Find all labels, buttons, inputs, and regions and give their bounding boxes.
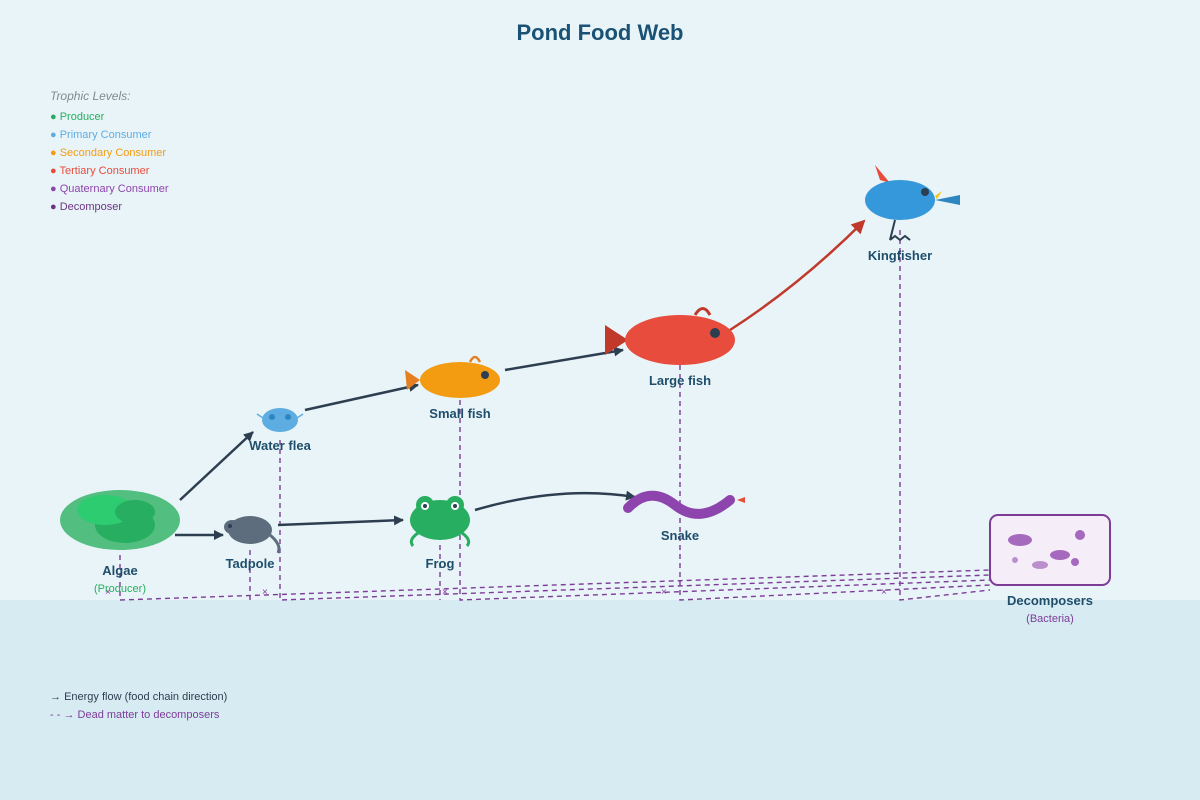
organism-snake: Snake — [623, 490, 745, 543]
legend-item-primary-consumer: ● Primary Consumer — [50, 129, 152, 141]
death-mark-icon: × — [105, 587, 111, 598]
energy-flow-arrows — [175, 219, 866, 540]
large-fish-icon — [625, 315, 735, 365]
death-mark-icon: × — [881, 587, 887, 598]
dead-line-kingfisher — [899, 230, 991, 601]
organism-water-flea: Water flea — [249, 408, 312, 453]
dead-matter-lines: × × × × × — [105, 230, 991, 601]
tadpole-label: Tadpole — [226, 556, 275, 571]
pond-water — [0, 600, 1200, 800]
small-fish-icon — [420, 362, 500, 398]
legend-item-tertiary-consumer: ● Tertiary Consumer — [50, 165, 150, 177]
death-mark-icon: × — [262, 587, 268, 598]
arrow-algae-to-water-flea — [179, 431, 254, 501]
legend-heading: Trophic Levels: — [50, 89, 130, 103]
snake-label: Snake — [661, 528, 699, 543]
water-flea-label: Water flea — [249, 438, 311, 453]
arrow-right-icon: → — [50, 691, 61, 703]
arrow-water-flea-to-small-fish — [304, 382, 419, 412]
organism-decomposers: Decomposers (Bacteria) — [989, 514, 1111, 625]
trophic-legend: Trophic Levels: ● Producer ● Primary Con… — [50, 89, 169, 213]
arrow-key: → Energy flow (food chain direction) - -… — [50, 691, 227, 721]
decomposers-subtitle: (Bacteria) — [1026, 613, 1074, 625]
bacteria-icon — [1008, 534, 1032, 546]
frog-label: Frog — [426, 556, 455, 571]
organism-kingfisher: Kingfisher — [865, 165, 960, 263]
legend-item-producer: ● Producer — [50, 111, 105, 123]
legend-item-secondary-consumer: ● Secondary Consumer — [50, 147, 166, 159]
decomposers-label: Decomposers — [1007, 593, 1093, 608]
dead-line-algae — [119, 555, 991, 601]
arrow-frog-to-snake — [474, 490, 636, 512]
energy-flow-key: → Energy flow (food chain direction) — [50, 691, 227, 703]
arrow-tadpole-to-frog — [277, 515, 404, 527]
dead-line-small-fish — [459, 400, 991, 601]
decomposers-box — [989, 514, 1111, 586]
dead-line-water-flea — [279, 440, 991, 601]
organism-frog: Frog — [409, 496, 471, 571]
organism-small-fish: Small fish — [405, 355, 500, 421]
organism-tadpole: Tadpole — [224, 516, 281, 571]
water-flea-icon — [262, 408, 298, 432]
death-mark-icon: × — [661, 587, 667, 598]
algae-subtitle: (Producer) — [94, 583, 146, 595]
algae-label: Algae — [102, 563, 137, 578]
dead-matter-key: - - → Dead matter to decomposers — [50, 709, 220, 721]
dashed-arrow-icon: - - → — [50, 709, 74, 721]
arrow-small-fish-to-large-fish — [504, 346, 624, 372]
small-fish-label: Small fish — [429, 406, 490, 421]
organism-algae: Algae (Producer) — [60, 490, 180, 595]
legend-item-quaternary-consumer: ● Quaternary Consumer — [50, 183, 169, 195]
legend-item-decomposer: ● Decomposer — [50, 201, 122, 213]
tadpole-icon — [228, 516, 272, 544]
death-mark-icon: × — [442, 587, 448, 598]
arrow-large-fish-to-kingfisher — [729, 219, 866, 332]
kingfisher-icon — [865, 180, 935, 220]
diagram-title: Pond Food Web — [516, 20, 683, 45]
dead-line-large-fish — [679, 365, 991, 601]
snake-icon — [623, 490, 735, 519]
large-fish-label: Large fish — [649, 373, 711, 388]
kingfisher-label: Kingfisher — [868, 248, 932, 263]
organism-large-fish: Large fish — [605, 307, 735, 388]
